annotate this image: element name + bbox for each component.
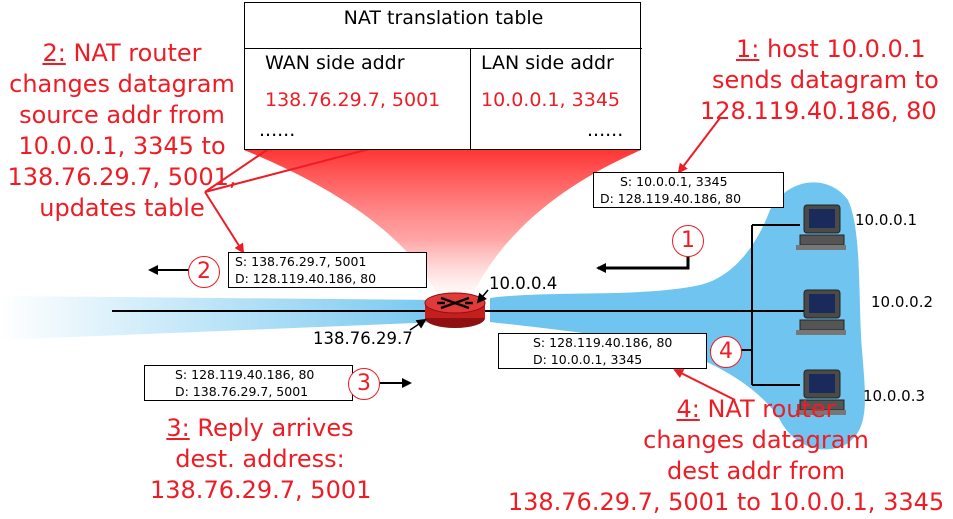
step3-line3: 138.76.29.7, 5001: [150, 476, 372, 504]
host1-computer-icon: [796, 204, 846, 250]
step4-caption: 4: NAT router changes datagram dest addr…: [506, 394, 946, 518]
step1-line1: host 10.0.0.1: [767, 35, 926, 63]
step4-line1: NAT router: [707, 395, 836, 423]
datagram-4-src: S: 128.119.40.186, 80: [533, 335, 673, 350]
col-header-wan: WAN side addr: [265, 52, 405, 74]
step2-line6: updates table: [39, 194, 205, 222]
col-header-lan: LAN side addr: [481, 52, 614, 74]
router-lan-address: 10.0.0.4: [489, 274, 558, 293]
datagram-1: S: 10.0.0.1, 3345 D: 128.119.40.186, 80: [593, 172, 784, 208]
lan-cloud: [490, 182, 865, 450]
router-wan-address: 138.76.29.7: [313, 329, 413, 348]
translation-cone: [244, 150, 641, 300]
s4-arrow: [673, 369, 736, 401]
host1-address: 10.0.0.1: [855, 211, 918, 229]
host3-computer-icon: [796, 369, 846, 415]
flow-arrow-1: [596, 252, 690, 273]
datagram-2-src: S: 138.76.29.7, 5001: [235, 254, 367, 269]
wan-band: [0, 296, 440, 340]
step-marker-2: 2: [188, 256, 220, 288]
lan-if-pointer: [476, 289, 489, 304]
row1-wan: 138.76.29.7, 5001: [265, 89, 441, 111]
datagram-4-dst: D: 10.0.0.1, 3345: [533, 352, 643, 367]
step1-caption: 1: host 10.0.0.1 sends datagram to 128.1…: [700, 34, 953, 127]
datagram-1-dst: D: 128.119.40.186, 80: [600, 191, 742, 206]
datagram-4: S: 128.119.40.186, 80 D: 10.0.0.1, 3345: [498, 333, 707, 369]
host2-address: 10.0.0.2: [871, 293, 934, 311]
step1-number: 1:: [736, 35, 760, 63]
step3-number: 3:: [166, 414, 190, 442]
step4-line3: dest addr from: [666, 457, 846, 485]
step2-line1: NAT router: [73, 39, 202, 67]
step-marker-1: 1: [672, 225, 704, 257]
step2-line3: source addr from: [19, 101, 225, 129]
table-column-divider: [470, 48, 471, 150]
step4-line2: changes datagram: [643, 426, 869, 454]
row2-wan: ......: [259, 119, 296, 141]
wan-if-pointer: [409, 318, 427, 331]
step2-line2: changes datagram: [9, 70, 235, 98]
router-icon: [424, 292, 486, 328]
datagram-1-src: S: 10.0.0.1, 3345: [620, 174, 728, 189]
step4-number: 4:: [676, 395, 700, 423]
step-marker-3: 3: [348, 368, 380, 400]
step3-line2: dest. address:: [175, 445, 345, 473]
step2-number: 2:: [42, 39, 66, 67]
datagram-3-src: S: 128.119.40.186, 80: [175, 367, 315, 382]
datagram-2-dst: D: 128.119.40.186, 80: [235, 271, 377, 286]
step2-line4: 10.0.0.1, 3345 to: [18, 132, 226, 160]
step2-line5: 138.76.29.7, 5001,: [7, 163, 237, 191]
s1-arrow: [677, 117, 721, 174]
table-divider: [245, 48, 642, 49]
step3-caption: 3: Reply arrives dest. address: 138.76.2…: [150, 413, 372, 506]
datagram-3: S: 128.119.40.186, 80 D: 138.76.29.7, 50…: [144, 365, 353, 401]
host3-address: 10.0.0.3: [863, 387, 926, 405]
step4-line4: 138.76.29.7, 5001 to 10.0.0.1, 3345: [507, 488, 945, 516]
s2-arrow-packet: [204, 191, 245, 254]
nat-translation-table: NAT translation table WAN side addr LAN …: [244, 2, 642, 150]
step1-line3: 128.119.40.186, 80: [700, 97, 937, 125]
row1-lan: 10.0.0.1, 3345: [481, 89, 620, 111]
datagram-3-dst: D: 138.76.29.7, 5001: [175, 384, 309, 399]
step-marker-4: 4: [710, 336, 742, 368]
step2-caption: 2: NAT router changes datagram source ad…: [6, 38, 238, 224]
datagram-2: S: 138.76.29.7, 5001 D: 128.119.40.186, …: [228, 252, 427, 288]
nat-table-title: NAT translation table: [343, 7, 544, 29]
step1-line2: sends datagram to: [712, 66, 939, 94]
row2-lan: ......: [587, 119, 624, 141]
step3-line1: Reply arrives: [197, 414, 354, 442]
host2-computer-icon: [796, 289, 846, 335]
